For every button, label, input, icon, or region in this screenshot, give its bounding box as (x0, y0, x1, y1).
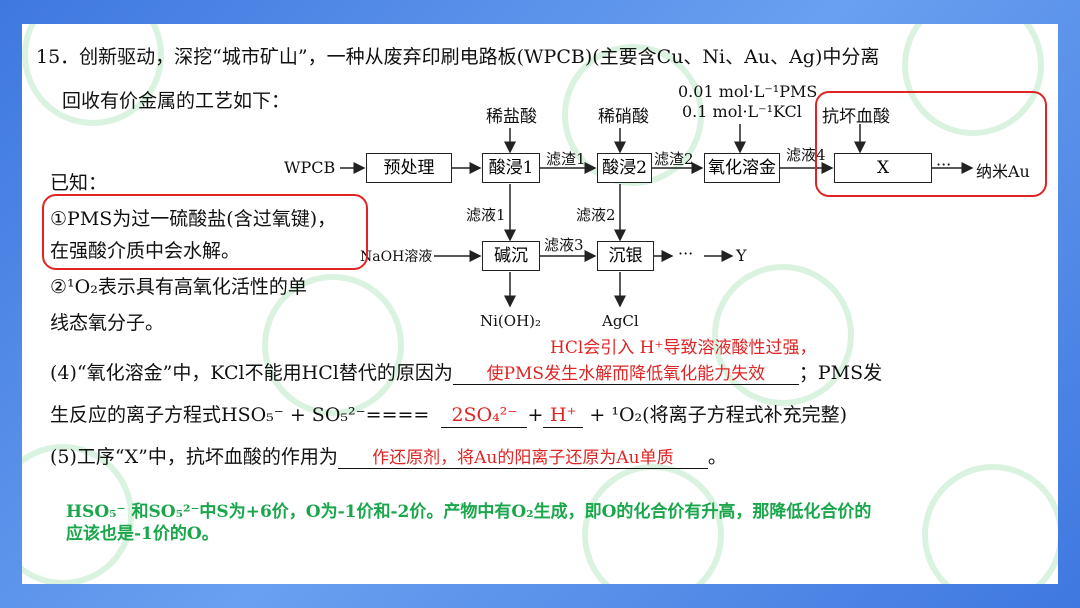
label-naoh: NaOH溶液 (360, 249, 433, 265)
label-hcl: 稀盐酸 (486, 107, 537, 127)
known-title: 已知： (50, 172, 108, 194)
watermark-circle (582, 464, 724, 584)
question-line1: 15．创新驱动，深挖“城市矿山”，一种从废弃印刷电路板(WPCB)(主要含Cu、… (36, 46, 880, 68)
known-item1-b: 在强酸介质中会水解。 (50, 240, 241, 262)
box-acid1: 酸浸1 (482, 153, 540, 183)
q4-line: (4)“氧化溶金”中，KCl不能用HCl替代的原因为使PMS发生水解而降低氧化能… (50, 362, 883, 386)
label-nioh2: Ni(OH)₂ (480, 312, 542, 330)
label-dots2: ··· (678, 244, 694, 263)
label-y: Y (736, 246, 747, 265)
q4-prefix: (4)“氧化溶金”中，KCl不能用HCl替代的原因为 (50, 362, 453, 384)
watermark-circle (262, 274, 404, 416)
q4-equation-suffix: + ¹O₂(将离子方程式补充完整) (589, 404, 848, 426)
slide-card: 15．创新驱动，深挖“城市矿山”，一种从废弃印刷电路板(WPCB)(主要含Cu、… (22, 24, 1058, 584)
q4-equation: 生反应的离子方程式HSO₅⁻ + SO₅²⁻==== 2SO₄²⁻+H⁺ + ¹… (50, 404, 847, 428)
known-item1-a: ①PMS为过一硫酸盐(含过氧键)， (50, 208, 337, 230)
flow-arrows (340, 124, 974, 308)
watermark-circle (22, 24, 164, 126)
watermark-circle (22, 444, 134, 584)
q4-plus1: + (527, 404, 544, 426)
label-filtrate1: 滤液1 (466, 206, 506, 224)
box-acid2: 酸浸2 (597, 153, 652, 183)
box-oxidation: 氧化溶金 (704, 153, 780, 183)
q4-suffix: ；PMS发 (798, 362, 883, 384)
label-wpcb: WPCB (284, 158, 336, 177)
q4-equation-prefix: 生反应的离子方程式HSO₅⁻ + SO₅²⁻==== (50, 404, 430, 426)
q5-answer: 作还原剂，将Au的阳离子还原为Au单质 (337, 448, 708, 470)
label-nano-au: 纳米Au (976, 162, 1030, 181)
q4-blank1: 2SO₄²⁻ (441, 404, 528, 428)
watermark-circle (922, 464, 1058, 584)
note-line2: 应该也是-1价的O。 (66, 524, 219, 544)
q4-blank2: H⁺ (543, 404, 584, 428)
box-pretreat: 预处理 (366, 153, 452, 183)
label-filtrate2: 滤液2 (576, 206, 616, 224)
label-vitc: 抗坏血酸 (822, 107, 890, 127)
highlight-x-box (815, 91, 1047, 197)
q5-suffix: 。 (707, 446, 727, 468)
box-alkali: 碱沉 (482, 241, 540, 271)
q5-line: (5)工序“X”中，抗坏血酸的作用为作还原剂，将Au的阳离子还原为Au单质。 (50, 446, 727, 470)
label-hno3: 稀硝酸 (598, 107, 649, 127)
question-line2: 回收有价金属的工艺如下： (62, 90, 291, 112)
label-agcl: AgCl (602, 312, 639, 330)
note-line1: HSO₅⁻ 和SO₅²⁻中S为+6价，O为-1价和-2价。产物中有O₂生成，即O… (66, 502, 872, 522)
q5-prefix: (5)工序“X”中，抗坏血酸的作用为 (50, 446, 338, 468)
label-pms: 0.01 mol·L⁻¹PMS (678, 82, 818, 101)
watermark-circle (712, 264, 854, 406)
box-x: X (834, 153, 932, 183)
watermark-circle (902, 24, 1044, 136)
label-dots: ··· (936, 155, 952, 174)
known-item2-b: 线态氧分子。 (50, 312, 165, 334)
known-item2-a: ②¹O₂表示具有高氧化活性的单 (50, 276, 307, 298)
q4-answer-line1: HCl会引入 H⁺导致溶液酸性过强， (550, 338, 817, 358)
label-filtrate3: 滤液3 (544, 236, 584, 254)
label-residue1: 滤渣1 (546, 150, 586, 168)
highlight-pms-box (42, 194, 368, 270)
watermark-circle (562, 44, 704, 186)
q4-answer-line2: 使PMS发生水解而降低氧化能力失效 (452, 364, 799, 386)
label-kcl: 0.1 mol·L⁻¹KCl (682, 102, 802, 121)
label-residue2: 滤渣2 (654, 150, 694, 168)
box-silver: 沉银 (597, 241, 654, 271)
